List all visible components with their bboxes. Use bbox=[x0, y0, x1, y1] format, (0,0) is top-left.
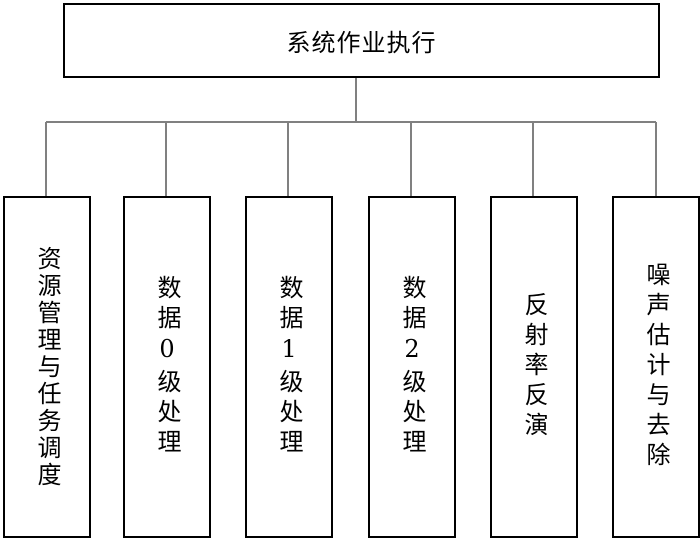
root-node: 系统作业执行 bbox=[63, 3, 660, 78]
child-node-label: 数据1级处理 bbox=[275, 275, 303, 459]
child-node-label: 资源管理与任务调度 bbox=[33, 245, 61, 489]
child-node-label: 数据2级处理 bbox=[398, 275, 426, 459]
child-node-label: 反射率反演 bbox=[520, 292, 548, 442]
child-node-level0-processing: 数据0级处理 bbox=[123, 196, 211, 538]
root-node-label: 系统作业执行 bbox=[286, 29, 437, 57]
child-node-reflectance-inversion: 反射率反演 bbox=[490, 196, 578, 538]
child-node-noise-estimation: 噪声估计与去除 bbox=[612, 196, 700, 538]
child-node-level2-processing: 数据2级处理 bbox=[368, 196, 456, 538]
child-node-level1-processing: 数据1级处理 bbox=[245, 196, 333, 538]
child-node-label: 噪声估计与去除 bbox=[642, 262, 670, 472]
child-node-label: 数据0级处理 bbox=[153, 275, 181, 459]
child-node-resource-management: 资源管理与任务调度 bbox=[3, 196, 91, 538]
